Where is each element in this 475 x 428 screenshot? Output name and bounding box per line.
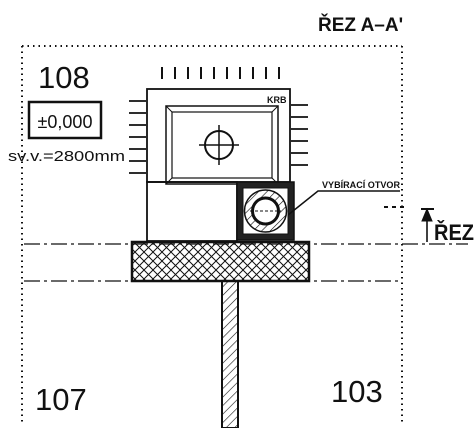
room-number-107: 107: [35, 382, 87, 417]
room-number-103: 103: [331, 374, 383, 409]
opening-leader-line: [287, 190, 400, 216]
room-boundary-dotted: [21, 45, 403, 422]
vent-ticks-right: [291, 104, 308, 166]
fireplace-label: KRB: [267, 95, 287, 105]
ash-opening-symbol: [236, 181, 295, 241]
level-box-frame: [27, 100, 103, 140]
vent-ticks-left: [129, 100, 146, 174]
support-column: [221, 280, 239, 428]
section-title: ŘEZ A–A': [318, 14, 403, 36]
section-mark-label: ŘEZ: [434, 220, 474, 245]
floor-slab-hatched: [130, 240, 311, 283]
room-number-108: 108: [38, 60, 90, 95]
vent-ticks-top: [161, 67, 280, 79]
clear-height-label: sv.v.=2800mm: [8, 148, 125, 165]
opening-label: VYBÍRACÍ OTVOR: [322, 180, 400, 190]
section-cut-marker: [384, 206, 434, 242]
crosshair-symbol: [199, 125, 239, 165]
level-value: ±0,000: [38, 112, 93, 132]
